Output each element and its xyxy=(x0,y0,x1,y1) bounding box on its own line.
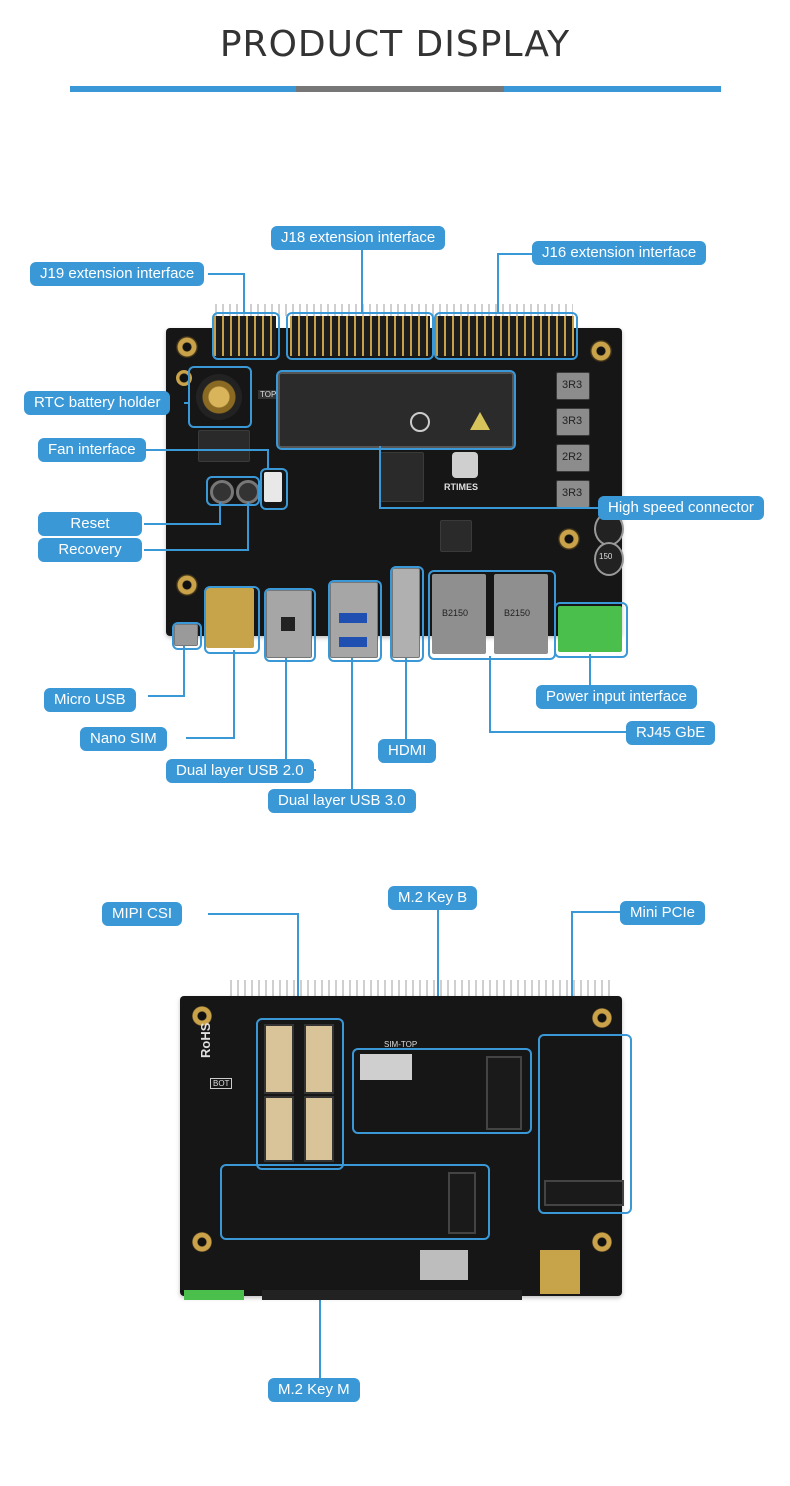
label-hdmi: HDMI xyxy=(378,739,437,763)
capacitor: 150 xyxy=(594,542,624,576)
label-m2b: M.2 Key B xyxy=(388,886,478,910)
hdmi-port xyxy=(392,568,420,658)
micro-usb-port xyxy=(174,624,198,646)
label-recovery: Recovery xyxy=(38,538,142,562)
mounting-hole xyxy=(176,336,198,358)
no-pb-icon xyxy=(410,412,430,432)
label-j19: J19 extension interface xyxy=(30,262,205,286)
inductor: 3R3 xyxy=(556,480,590,508)
high-speed-connector xyxy=(278,372,514,448)
title-underline-center xyxy=(296,86,504,92)
mounting-hole xyxy=(590,340,612,362)
label-minipcie: Mini PCIe xyxy=(620,901,706,925)
reset-recovery-highlight xyxy=(206,476,260,506)
fan-highlight xyxy=(260,468,288,510)
title-underline-right xyxy=(504,86,721,92)
mini-pcie-highlight xyxy=(538,1034,632,1214)
rtc-battery-icon xyxy=(196,374,242,420)
m2-key-b-highlight xyxy=(352,1048,532,1134)
label-m2m: M.2 Key M xyxy=(268,1378,360,1402)
page-title: PRODUCT DISPLAY xyxy=(219,24,571,65)
ic-chip xyxy=(440,520,472,552)
label-rj45: RJ45 GbE xyxy=(626,721,716,745)
usb2-port xyxy=(266,590,312,658)
label-power: Power input interface xyxy=(536,685,697,709)
label-usb2: Dual layer USB 2.0 xyxy=(166,759,314,783)
rj45-port: B2150 xyxy=(494,574,548,654)
mounting-hole xyxy=(176,574,198,596)
label-rtc: RTC battery holder xyxy=(24,391,171,415)
usb3-port xyxy=(330,582,378,658)
m2-key-m-highlight xyxy=(220,1164,490,1240)
j19-highlight xyxy=(212,312,280,360)
nano-sim-highlight xyxy=(204,586,260,654)
label-j16: J16 extension interface xyxy=(532,241,707,265)
usb2-highlight xyxy=(264,588,316,662)
j16-highlight xyxy=(434,312,578,360)
brand-text: RTIMES xyxy=(444,482,479,492)
ic-chip xyxy=(380,452,424,502)
top-mark: TOP xyxy=(258,390,279,399)
j19-pin-header xyxy=(214,316,276,356)
j18-pin-header xyxy=(290,316,430,356)
inductor: 2R2 xyxy=(556,444,590,472)
mounting-hole xyxy=(558,528,580,550)
fan-connector xyxy=(264,472,282,502)
mipi-highlight xyxy=(256,1018,344,1170)
label-reset: Reset xyxy=(38,512,142,536)
title-underline-left xyxy=(70,86,296,92)
rj45-port: B2150 xyxy=(432,574,486,654)
label-usb3: Dual layer USB 3.0 xyxy=(268,789,416,813)
ic-chip xyxy=(198,430,250,462)
power-terminal xyxy=(558,606,622,652)
label-nano-sim: Nano SIM xyxy=(80,727,167,751)
label-high-speed: High speed connector xyxy=(598,496,764,520)
reset-button xyxy=(210,480,234,504)
rtc-highlight xyxy=(188,366,252,428)
nano-sim-slot xyxy=(206,588,254,648)
j16-pin-header xyxy=(436,316,574,356)
inductor: 3R3 xyxy=(556,408,590,436)
high-speed-highlight xyxy=(276,370,516,450)
esd-warning-icon xyxy=(470,412,490,430)
label-mipi: MIPI CSI xyxy=(102,902,183,926)
label-fan: Fan interface xyxy=(38,438,146,462)
label-j18: J18 extension interface xyxy=(271,226,446,250)
j18-highlight xyxy=(286,312,434,360)
label-micro-usb: Micro USB xyxy=(44,688,136,712)
micro-usb-highlight xyxy=(172,622,202,650)
inductor: 3R3 xyxy=(556,372,590,400)
rtimes-logo-icon xyxy=(452,452,478,478)
usb3-highlight xyxy=(328,580,382,662)
